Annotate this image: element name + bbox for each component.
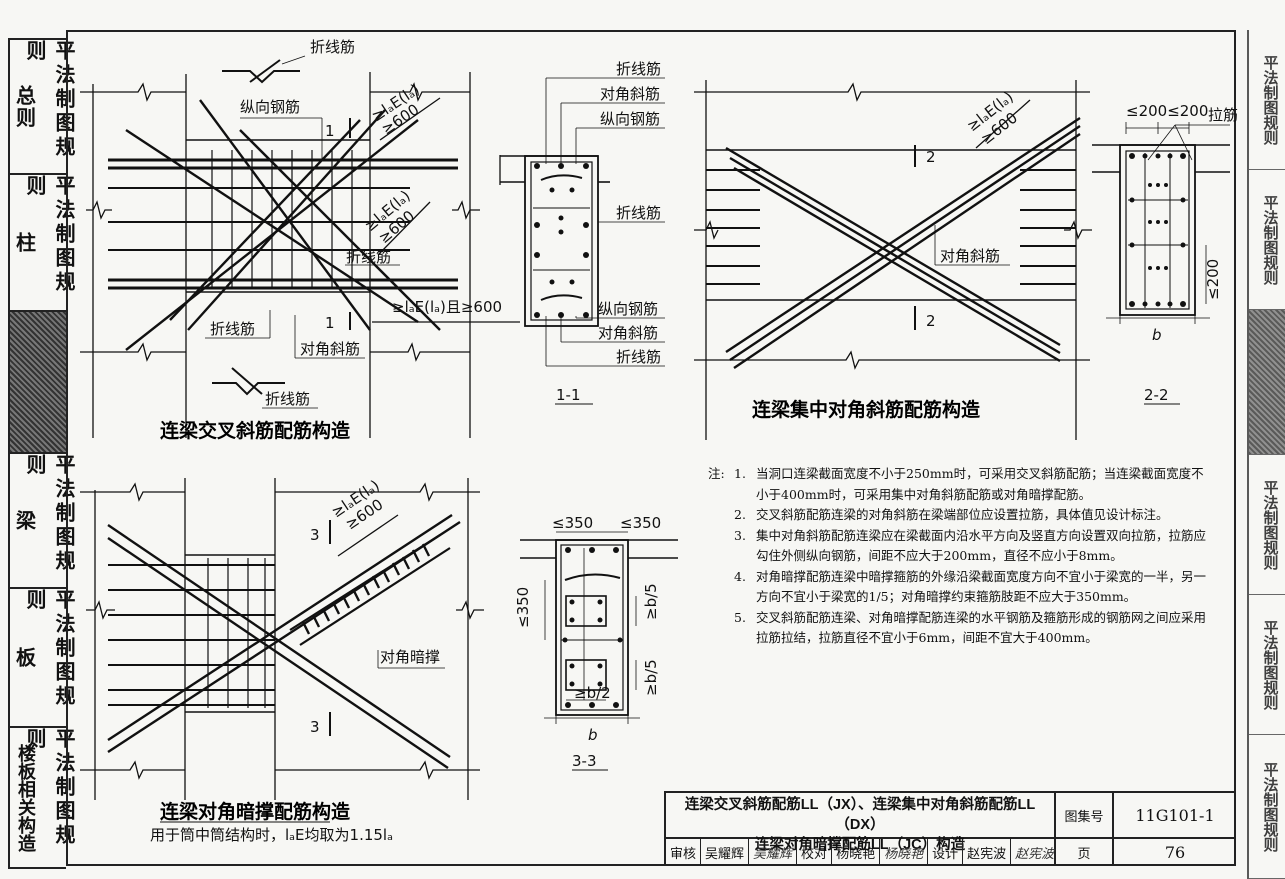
atlas-number-value: 11G101-1 <box>1114 793 1236 839</box>
drawing-title-line2: 连梁对角暗撑配筋LL（JC）构造 <box>754 837 966 853</box>
index-tab-sub: 楼板相关构造 <box>15 743 36 852</box>
page-label: 页 <box>1056 839 1114 866</box>
drawing-title-line1: 连梁交叉斜筋配筋LL（JX）、连梁集中对角斜筋配筋LL（DX） <box>684 797 1036 833</box>
diagram1-drawing <box>80 55 520 438</box>
left-chapter-index: 总则 平法制图规则 柱 平法制图规则 梁 平法制图规则 板 平法制图规则 楼板相… <box>8 38 76 869</box>
note-number: 4. <box>734 568 746 584</box>
section11-label: 折线筋 <box>616 204 661 222</box>
drawing-title-cell: 连梁交叉斜筋配筋LL（JX）、连梁集中对角斜筋配筋LL（DX） 连梁对角暗撑配筋… <box>666 793 1056 853</box>
diagram3-title: 连梁对角暗撑配筋构造 <box>160 800 351 823</box>
bent-bar-label-bottom: 折线筋 <box>265 390 310 408</box>
b5-dim-bottom: ≥b/5 <box>642 659 660 696</box>
section33-title: 3-3 <box>572 752 597 770</box>
longitudinal-bar-label: 纵向钢筋 <box>240 98 300 116</box>
note-text: 交叉斜筋配筋连梁、对角暗撑配筋连梁的水平钢筋及箍筋形成的钢筋网之间应采用拉筋拉结… <box>756 609 1207 646</box>
tie-spacing-dim: ≤200≤200 <box>1126 102 1208 120</box>
index-tab-sub: 总则 <box>12 84 37 129</box>
section11-label: 对角斜筋 <box>600 85 660 103</box>
bent-bar-label-left: 折线筋 <box>210 320 255 338</box>
note-number: 3. <box>734 527 746 543</box>
section22-drawing <box>1092 122 1230 405</box>
right-index-tab: 平法制图规则 <box>1249 30 1285 170</box>
diagram2-drawing <box>694 80 1092 440</box>
notes-intro: 注: <box>708 466 725 481</box>
section11-title: 1-1 <box>556 386 581 404</box>
b2-dim: ≥b/2 <box>574 684 611 702</box>
right-index-tab: 平法制图规则 <box>1249 455 1285 595</box>
right-index-tab: 平法制图规则 <box>1249 595 1285 735</box>
section-mark-2-top: 2 <box>926 148 936 166</box>
notes-block: 注: 1. 当洞口连梁截面宽度不小于250mm时，可采用交叉斜筋配筋；当连梁截面… <box>708 464 1213 649</box>
index-tab-slab-related[interactable]: 楼板相关构造 平法制图规则 <box>10 728 76 867</box>
section-mark-1-top: 1 <box>325 122 335 140</box>
right-index-tab: 平法制图规则 <box>1249 170 1285 310</box>
designer-name: 赵宪波 <box>967 847 1007 862</box>
section-mark-3-top: 3 <box>310 526 320 544</box>
note-text: 交叉斜筋配筋连梁的对角斜筋在梁端部位应设置拉筋，具体值见设计标注。 <box>756 507 1169 522</box>
brace-dim-side: ≤350 <box>514 587 532 628</box>
note-number: 2. <box>734 507 746 522</box>
diagram2-title: 连梁集中对角斜筋配筋构造 <box>752 398 981 421</box>
title-block: 连梁交叉斜筋配筋LL（JX）、连梁集中对角斜筋配筋LL（DX） 连梁对角暗撑配筋… <box>664 791 1236 866</box>
atlas-number-label: 图集号 <box>1056 793 1114 839</box>
section11-label: 纵向钢筋 <box>600 110 660 128</box>
note-item: 2. 交叉斜筋配筋连梁的对角斜筋在梁端部位应设置拉筋，具体值见设计标注。 <box>708 505 1213 526</box>
bent-bar-label-mid: 折线筋 <box>346 248 391 266</box>
section22-title: 2-2 <box>1144 386 1169 404</box>
bent-bar-label-top: 折线筋 <box>310 38 355 56</box>
width-b-label: b <box>588 726 598 744</box>
checker-name: 杨晓艳 <box>836 847 876 862</box>
tie-bar-label: 拉筋 <box>1208 106 1238 124</box>
page-number: 76 <box>1164 843 1186 862</box>
brace-dim-left: ≤350 <box>552 514 593 532</box>
side-spacing-dim: ≤200 <box>1204 259 1222 300</box>
section-mark-1-bottom: 1 <box>325 314 335 332</box>
diagram3-subtitle: 用于筒中筒结构时，lₐE均取为1.15lₐ <box>150 826 393 844</box>
note-number: 5. <box>734 609 746 625</box>
diagram3-drawing <box>80 478 484 823</box>
diagram1-title: 连梁交叉斜筋配筋构造 <box>160 419 351 442</box>
width-b-label: b <box>1152 326 1162 344</box>
section11-label: 对角斜筋 <box>598 324 658 342</box>
b5-dim-top: ≥b/5 <box>642 583 660 620</box>
design-label: 设计 <box>932 847 959 862</box>
section11-label: 纵向钢筋 <box>598 300 658 318</box>
index-tab-sub: 板 <box>12 646 37 669</box>
reviewer-name: 吴耀辉 <box>705 847 745 862</box>
checker-signature: 杨晓艳 <box>884 847 924 862</box>
section11-drawing <box>499 77 665 405</box>
note-text: 对角暗撑配筋连梁中暗撑箍筋的外缘沿梁截面宽度方向不宜小于梁宽的一半，另一方向不宜… <box>756 568 1207 605</box>
diagonal-bar-label: 对角斜筋 <box>300 340 360 358</box>
note-item: 3. 集中对角斜筋配筋连梁应在梁截面内沿水平方向及竖直方向设置双向拉筋，拉筋应勾… <box>708 526 1213 567</box>
reviewer-signature: 吴耀辉 <box>753 847 793 862</box>
anchor-length-and-600-label: ≥lₐE(lₐ)且≥600 <box>392 298 502 316</box>
section-mark-3-bottom: 3 <box>310 718 320 736</box>
designer-signature: 赵宪波 <box>1015 847 1055 862</box>
drawing-frame <box>66 30 1236 866</box>
section11-label: 折线筋 <box>616 348 661 366</box>
note-item: 注: 1. 当洞口连梁截面宽度不小于250mm时，可采用交叉斜筋配筋；当连梁截面… <box>708 464 1213 505</box>
diagonal-brace-label: 对角暗撑 <box>380 648 440 666</box>
right-chapter-index: 平法制图规则 平法制图规则 平法制图规则 平法制图规则 平法制图规则 <box>1247 30 1285 879</box>
right-index-tab-active <box>1249 310 1285 455</box>
note-item: 4. 对角暗撑配筋连梁中暗撑箍筋的外缘沿梁截面宽度方向不宜小于梁宽的一半，另一方… <box>708 567 1213 608</box>
section-mark-2-bottom: 2 <box>926 312 936 330</box>
section11-label: 折线筋 <box>616 60 661 78</box>
index-tab-sub: 梁 <box>12 509 37 532</box>
index-tab-shear-wall-active[interactable] <box>10 312 66 454</box>
index-tab-sub: 柱 <box>12 231 37 254</box>
note-number: 1. <box>734 466 746 481</box>
note-text: 集中对角斜筋配筋连梁应在梁截面内沿水平方向及竖直方向设置双向拉筋，拉筋应勾住外侧… <box>756 527 1207 564</box>
note-text: 当洞口连梁截面宽度不小于250mm时，可采用交叉斜筋配筋；当连梁截面宽度不小于4… <box>756 466 1204 502</box>
brace-dim-right: ≤350 <box>620 514 661 532</box>
signature-row: 审核 吴耀辉 吴耀辉 校对 杨晓艳 杨晓艳 设计 赵宪波 赵宪波 <box>666 839 1056 866</box>
diagonal-bar-label: 对角斜筋 <box>940 247 1000 265</box>
section33-drawing <box>520 531 678 771</box>
check-label: 校对 <box>801 847 828 862</box>
review-label: 审核 <box>670 847 697 862</box>
note-item: 5. 交叉斜筋配筋连梁、对角暗撑配筋连梁的水平钢筋及箍筋形成的钢筋网之间应采用拉… <box>708 608 1213 649</box>
